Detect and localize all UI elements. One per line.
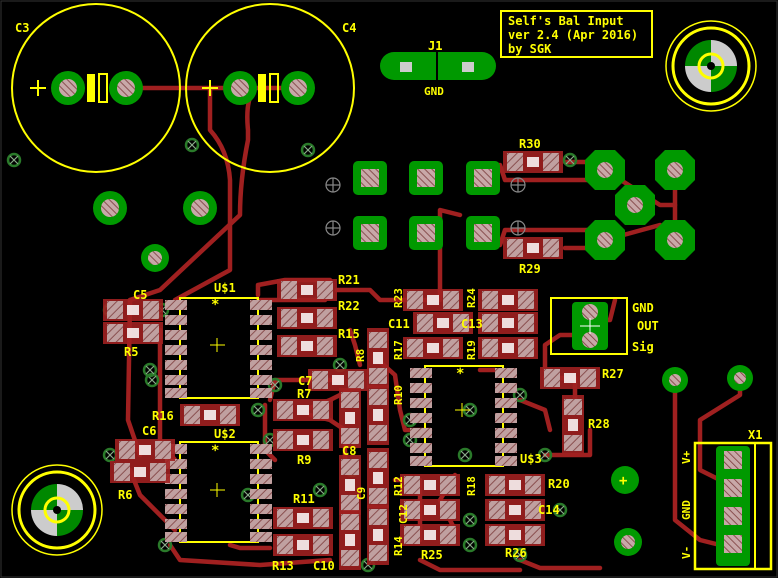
cap-c4 — [185, 3, 355, 173]
label-r29: R29 — [519, 262, 541, 276]
label-r20: R20 — [548, 477, 570, 491]
label-r7: R7 — [297, 387, 312, 401]
title-line-2: ver 2.4 (Apr 2016) — [508, 28, 639, 42]
label-r11: R11 — [293, 492, 315, 506]
label-c12: C12 — [397, 504, 410, 524]
ic-u2: * — [165, 441, 272, 543]
label-r8: R8 — [354, 348, 367, 362]
label-c7: C7 — [298, 374, 313, 388]
label-r10: R10 — [392, 385, 405, 405]
label-r22: R22 — [338, 299, 360, 313]
label-u1: U$1 — [214, 281, 236, 295]
label-v-plus: V+ — [680, 450, 693, 464]
mount-hole-top-right — [665, 20, 757, 112]
cap-c3 — [11, 3, 181, 173]
mount-hole-bottom-left — [11, 464, 103, 556]
label-j1-gnd: GND — [424, 85, 444, 98]
label-r6: R6 — [118, 488, 133, 502]
title-line-1: Self's Bal Input — [508, 14, 624, 28]
label-r27: R27 — [602, 367, 624, 381]
label-r30: R30 — [519, 137, 541, 151]
svg-text:+: + — [619, 473, 627, 489]
label-c8: C8 — [342, 444, 357, 458]
label-out: OUT — [637, 319, 659, 333]
label-r12: R12 — [392, 476, 405, 496]
pad-thru — [183, 191, 217, 225]
label-r21: R21 — [338, 273, 360, 287]
connector-out — [550, 297, 628, 355]
label-out-gnd: GND — [632, 301, 654, 315]
label-x1-gnd: GND — [680, 500, 693, 520]
label-r25: R25 — [421, 548, 443, 562]
label-r23: R23 — [392, 288, 405, 308]
label-v-minus: V- — [680, 545, 693, 559]
label-c5: C5 — [133, 288, 148, 302]
label-r13: R13 — [272, 559, 294, 573]
label-r18: R18 — [465, 476, 478, 496]
label-r17: R17 — [392, 340, 405, 360]
svg-text:*: * — [211, 297, 219, 313]
label-c9: C9 — [355, 486, 368, 500]
connector-x1 — [693, 441, 773, 571]
label-c14: C14 — [538, 503, 560, 517]
pad-thru — [93, 191, 127, 225]
label-u3: U$3 — [520, 452, 542, 466]
label-r15: R15 — [338, 327, 360, 341]
label-c4: C4 — [342, 21, 357, 35]
title-block: Self's Bal Input ver 2.4 (Apr 2016) by S… — [500, 10, 653, 58]
connector-j1 — [380, 52, 496, 80]
title-line-3: by SGK — [508, 42, 552, 56]
label-r24: R24 — [465, 288, 478, 308]
svg-text:*: * — [211, 443, 219, 459]
ic-u3: * — [410, 365, 517, 467]
svg-text:*: * — [456, 366, 464, 382]
label-r16: R16 — [152, 409, 174, 423]
label-x1: X1 — [748, 428, 763, 442]
label-c6: C6 — [142, 424, 157, 438]
ic-u1: * — [165, 297, 272, 399]
label-u2: U$2 — [214, 427, 236, 441]
label-j1: J1 — [428, 39, 443, 53]
label-c11: C11 — [388, 317, 410, 331]
label-r5: R5 — [124, 345, 139, 359]
label-sig: Sig — [632, 340, 654, 354]
label-r9: R9 — [297, 453, 312, 467]
label-c3: C3 — [15, 21, 30, 35]
label-r26: R26 — [505, 546, 527, 560]
label-r14: R14 — [392, 536, 405, 556]
label-r19: R19 — [465, 340, 478, 360]
label-c13: C13 — [461, 317, 483, 331]
label-c10: C10 — [313, 559, 335, 573]
label-r28: R28 — [588, 417, 610, 431]
